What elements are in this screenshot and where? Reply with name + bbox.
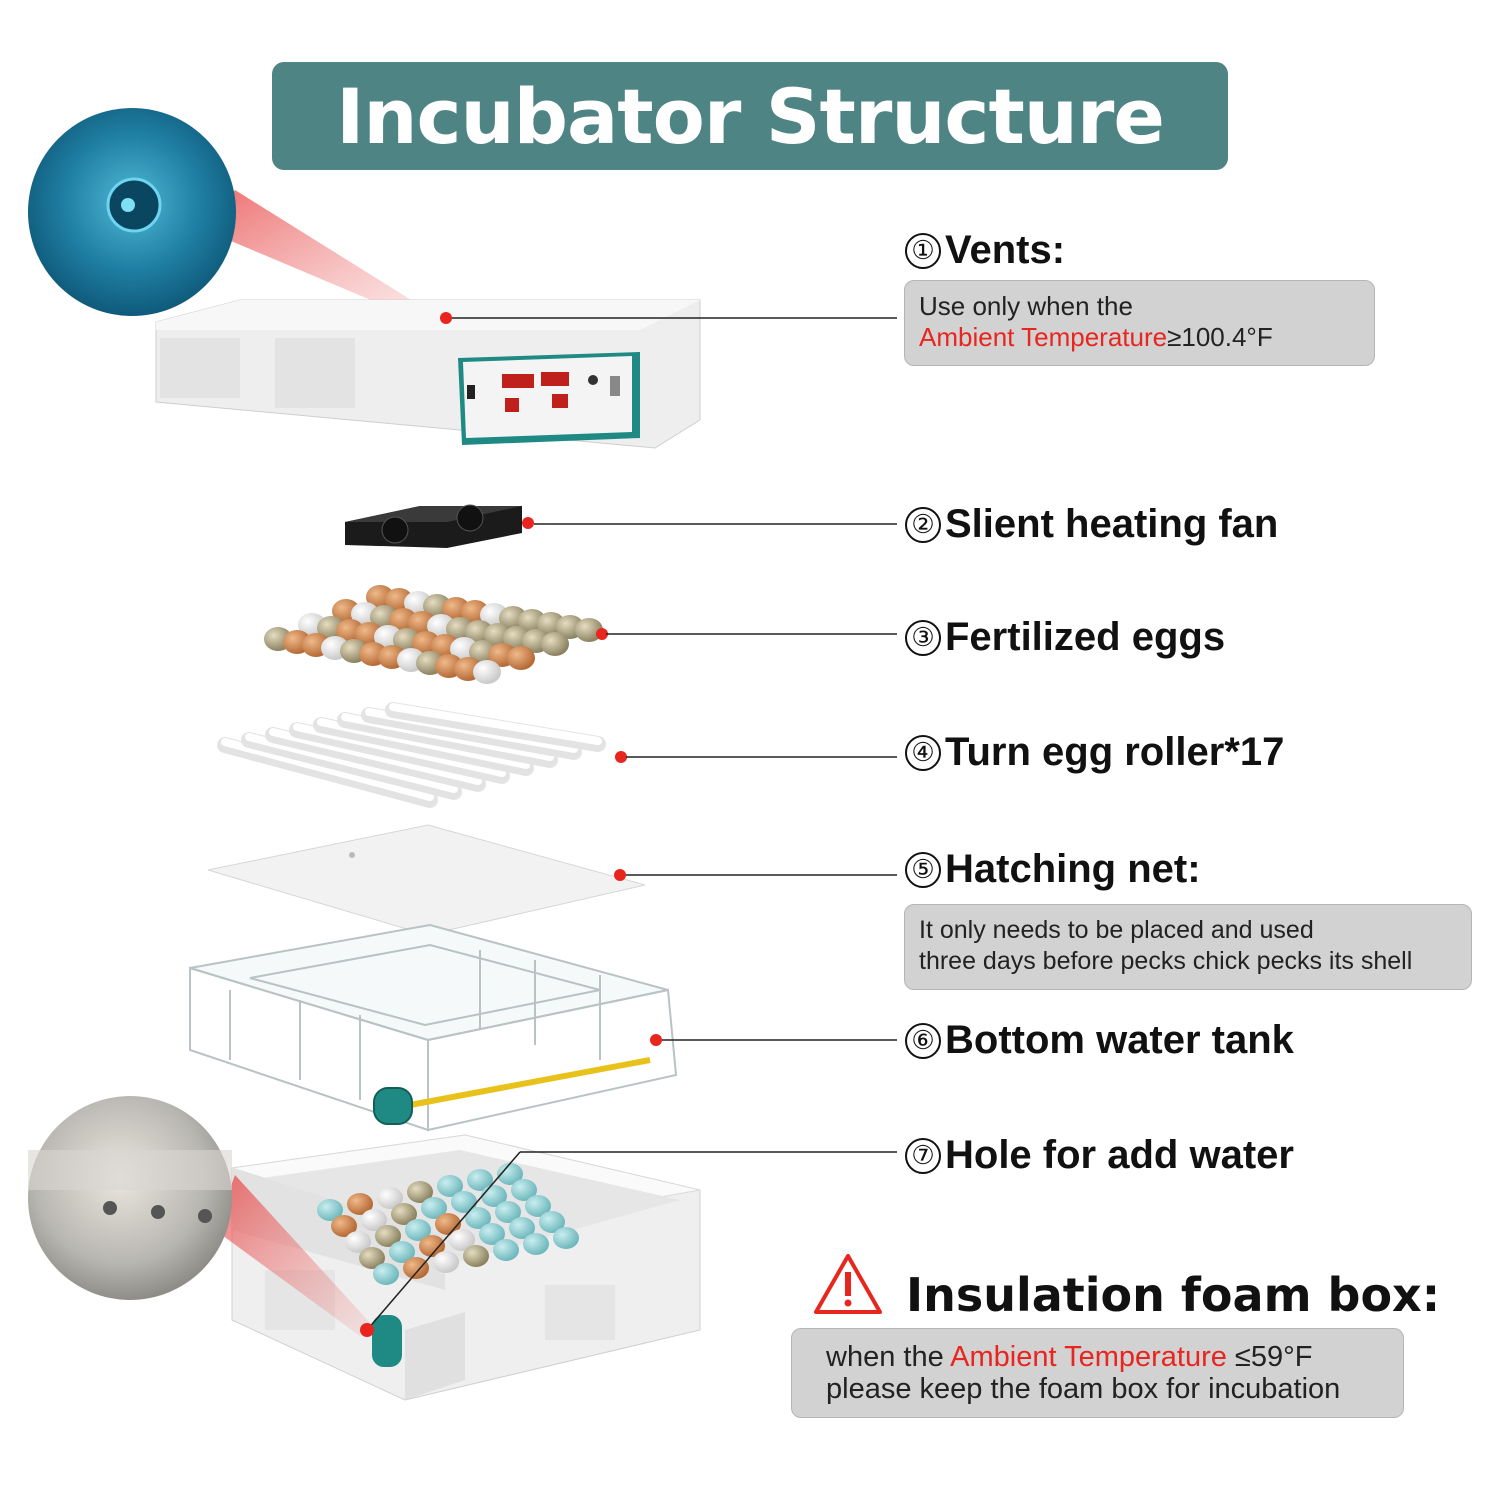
egg xyxy=(541,632,569,656)
egg xyxy=(317,1199,343,1221)
note-line: please keep the foam box for incubation xyxy=(826,1373,1341,1405)
part-vents-label: ① Vents: xyxy=(905,228,1065,273)
fertilized-eggs-tray xyxy=(264,585,608,684)
note-text: ≥100.4°F xyxy=(1167,322,1273,352)
title-banner: Incubator Structure xyxy=(272,62,1228,170)
note-text: ≤59°F xyxy=(1226,1341,1313,1373)
egg xyxy=(465,1207,491,1229)
egg xyxy=(449,1229,475,1251)
part-number: ⑤ xyxy=(905,851,941,888)
part-hole-label: ⑦ Hole for add water xyxy=(905,1133,1294,1178)
egg xyxy=(507,646,535,670)
egg xyxy=(523,1233,549,1255)
egg xyxy=(493,1239,519,1261)
roller-highlight xyxy=(389,703,602,745)
egg xyxy=(375,1225,401,1247)
egg xyxy=(509,1217,535,1239)
egg xyxy=(377,1187,403,1209)
vent-magnifier xyxy=(28,108,440,325)
part-net-label: ⑤ Hatching net: xyxy=(905,847,1201,892)
note-line: Ambient Temperature≥100.4°F xyxy=(919,322,1360,353)
part-number: ③ xyxy=(905,619,941,656)
egg xyxy=(451,1191,477,1213)
egg xyxy=(575,618,603,642)
egg xyxy=(419,1235,445,1257)
part-number: ⑥ xyxy=(905,1022,941,1059)
part-tank-label: ⑥ Bottom water tank xyxy=(905,1018,1294,1063)
egg xyxy=(421,1197,447,1219)
egg xyxy=(467,1169,493,1191)
roller-highlight xyxy=(245,733,458,793)
roller-highlight xyxy=(221,738,434,801)
foam-box xyxy=(231,1134,701,1401)
warning-triangle-icon xyxy=(814,1254,882,1314)
note-line: It only needs to be placed and used xyxy=(919,916,1314,944)
egg xyxy=(479,1223,505,1245)
egg xyxy=(405,1219,431,1241)
egg-rollers xyxy=(217,702,627,808)
eggs-marker-dot xyxy=(596,628,608,640)
egg xyxy=(437,1175,463,1197)
egg xyxy=(525,1195,551,1217)
net-note: It only needs to be placed and used thre… xyxy=(904,904,1472,990)
egg xyxy=(553,1227,579,1249)
part-name: Fertilized eggs xyxy=(945,615,1226,659)
part-name: Hole for add water xyxy=(945,1133,1294,1177)
egg xyxy=(391,1203,417,1225)
egg xyxy=(347,1193,373,1215)
vents-note: Use only when the Ambient Temperature≥10… xyxy=(904,280,1375,366)
part-number: ④ xyxy=(905,734,941,771)
foam-box-note: when the Ambient Temperature ≤59°F pleas… xyxy=(791,1328,1404,1418)
egg xyxy=(495,1201,521,1223)
part-eggs-label: ③ Fertilized eggs xyxy=(905,615,1225,660)
egg xyxy=(331,1215,357,1237)
egg xyxy=(433,1251,459,1273)
egg xyxy=(407,1181,433,1203)
note-highlight: Ambient Temperature xyxy=(950,1341,1227,1373)
part-number: ② xyxy=(905,506,941,543)
leader-lines xyxy=(452,317,897,1153)
part-name: Slient heating fan xyxy=(945,502,1279,546)
water-hole-magnifier xyxy=(28,1096,374,1337)
incubator-lid xyxy=(155,299,701,449)
egg xyxy=(511,1179,537,1201)
part-number: ⑦ xyxy=(905,1137,941,1174)
egg xyxy=(389,1241,415,1263)
note-line: Use only when the xyxy=(919,291,1133,321)
egg xyxy=(473,660,501,684)
egg xyxy=(497,1163,523,1185)
note-text: when the xyxy=(826,1341,951,1373)
egg xyxy=(435,1213,461,1235)
part-number: ① xyxy=(905,232,941,269)
note-line: when the Ambient Temperature ≤59°F xyxy=(826,1341,1369,1373)
egg xyxy=(539,1211,565,1233)
heating-fan xyxy=(345,504,534,548)
foam-box-title: Insulation foam box: xyxy=(906,1268,1441,1322)
note-highlight: Ambient Temperature xyxy=(919,322,1168,352)
egg xyxy=(403,1257,429,1279)
egg xyxy=(359,1247,385,1269)
note-line: three days before pecks chick pecks its … xyxy=(919,947,1413,975)
egg xyxy=(463,1245,489,1267)
egg xyxy=(345,1231,371,1253)
egg xyxy=(361,1209,387,1231)
roller-marker-dot xyxy=(615,751,627,763)
part-name: Turn egg roller*17 xyxy=(945,730,1285,774)
water-tank xyxy=(189,923,678,1132)
page-title: Incubator Structure xyxy=(336,71,1165,161)
part-name: Vents: xyxy=(945,228,1066,272)
vent-marker-dot xyxy=(440,312,452,324)
part-roller-label: ④ Turn egg roller*17 xyxy=(905,730,1284,775)
part-name: Hatching net: xyxy=(945,847,1201,891)
part-name: Bottom water tank xyxy=(945,1018,1294,1062)
egg xyxy=(373,1263,399,1285)
part-fan-label: ② Slient heating fan xyxy=(905,502,1278,547)
hatching-net xyxy=(207,824,646,936)
